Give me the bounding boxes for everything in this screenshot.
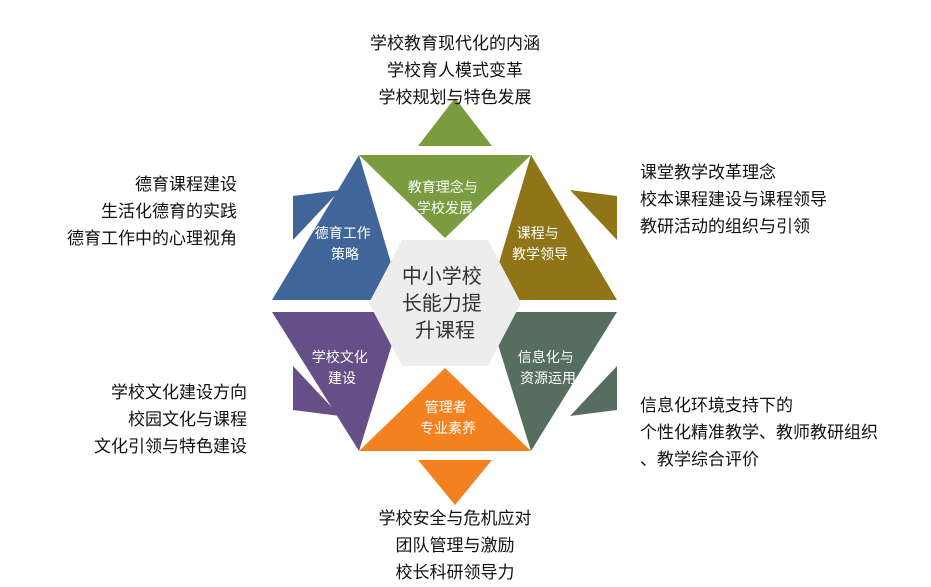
description-line: 教研活动的组织与引领 <box>640 217 810 237</box>
description-line: 校本课程建设与课程领导 <box>640 190 827 210</box>
description-line: 学校教育现代化的内涵 <box>370 34 540 54</box>
pointer-lower-left <box>293 366 340 416</box>
description-line: 个性化精准教学、教师教研组织 <box>640 423 878 443</box>
pointer-upper-left <box>293 190 340 240</box>
segment-label-top: 教育理念与 学校发展 <box>408 179 482 217</box>
description-lower-right: 信息化环境支持下的 个性化精准教学、教师教研组织 、教学综合评价 <box>640 393 925 474</box>
description-bottom: 学校安全与危机应对 团队管理与激励 校长科研领导力 <box>325 506 585 587</box>
segment-top <box>359 155 531 238</box>
segment-label-bottom: 管理者 专业素养 <box>420 400 476 437</box>
description-line: 学校文化建设方向 <box>111 383 247 403</box>
segment-upper-right <box>488 155 617 300</box>
segment-upper-left <box>272 155 402 300</box>
description-line: 德育课程建设 <box>135 175 237 195</box>
description-line: 学校育人模式变革 <box>387 61 523 81</box>
segment-label-lower-right: 信息化与 资源运用 <box>518 349 578 387</box>
pointer-bottom <box>418 460 492 505</box>
description-line: 文化引领与特色建设 <box>94 437 247 457</box>
description-line: 校长科研领导力 <box>395 563 515 583</box>
center-hexagon <box>369 240 521 366</box>
segment-lower-left <box>272 312 402 451</box>
description-line: 学校安全与危机应对 <box>378 509 532 529</box>
description-upper-right: 课堂教学改革理念 校本课程建设与课程领导 教研活动的组织与引领 <box>640 160 920 241</box>
pointer-top <box>418 98 492 146</box>
description-lower-left: 学校文化建设方向 校园文化与课程 文化引领与特色建设 <box>10 380 247 461</box>
description-top: 学校教育现代化的内涵 学校育人模式变革 学校规划与特色发展 <box>325 31 585 112</box>
description-line: 课堂教学改革理念 <box>640 163 776 183</box>
segment-lower-right <box>488 312 617 451</box>
segment-label-upper-left: 德育工作 策略 <box>315 226 375 263</box>
segment-label-upper-right: 课程与 教学领导 <box>512 226 568 263</box>
description-line: 德育工作中的心理视角 <box>67 229 237 249</box>
description-line: 学校规划与特色发展 <box>378 88 532 108</box>
description-upper-left: 德育课程建设 生活化德育的实践 德育工作中的心理视角 <box>10 172 237 253</box>
segment-bottom <box>359 368 531 451</box>
description-line: 生活化德育的实践 <box>101 202 237 222</box>
segment-label-lower-left: 学校文化 建设 <box>312 349 372 387</box>
description-line: 校园文化与课程 <box>128 410 247 430</box>
center-label: 中小学校 长能力提 升课程 <box>402 264 488 342</box>
description-line: 信息化环境支持下的 <box>640 396 793 416</box>
description-line: 团队管理与激励 <box>395 536 515 556</box>
pointer-lower-right <box>570 366 617 416</box>
description-line: 、教学综合评价 <box>640 450 759 470</box>
pointer-upper-right <box>570 190 617 240</box>
